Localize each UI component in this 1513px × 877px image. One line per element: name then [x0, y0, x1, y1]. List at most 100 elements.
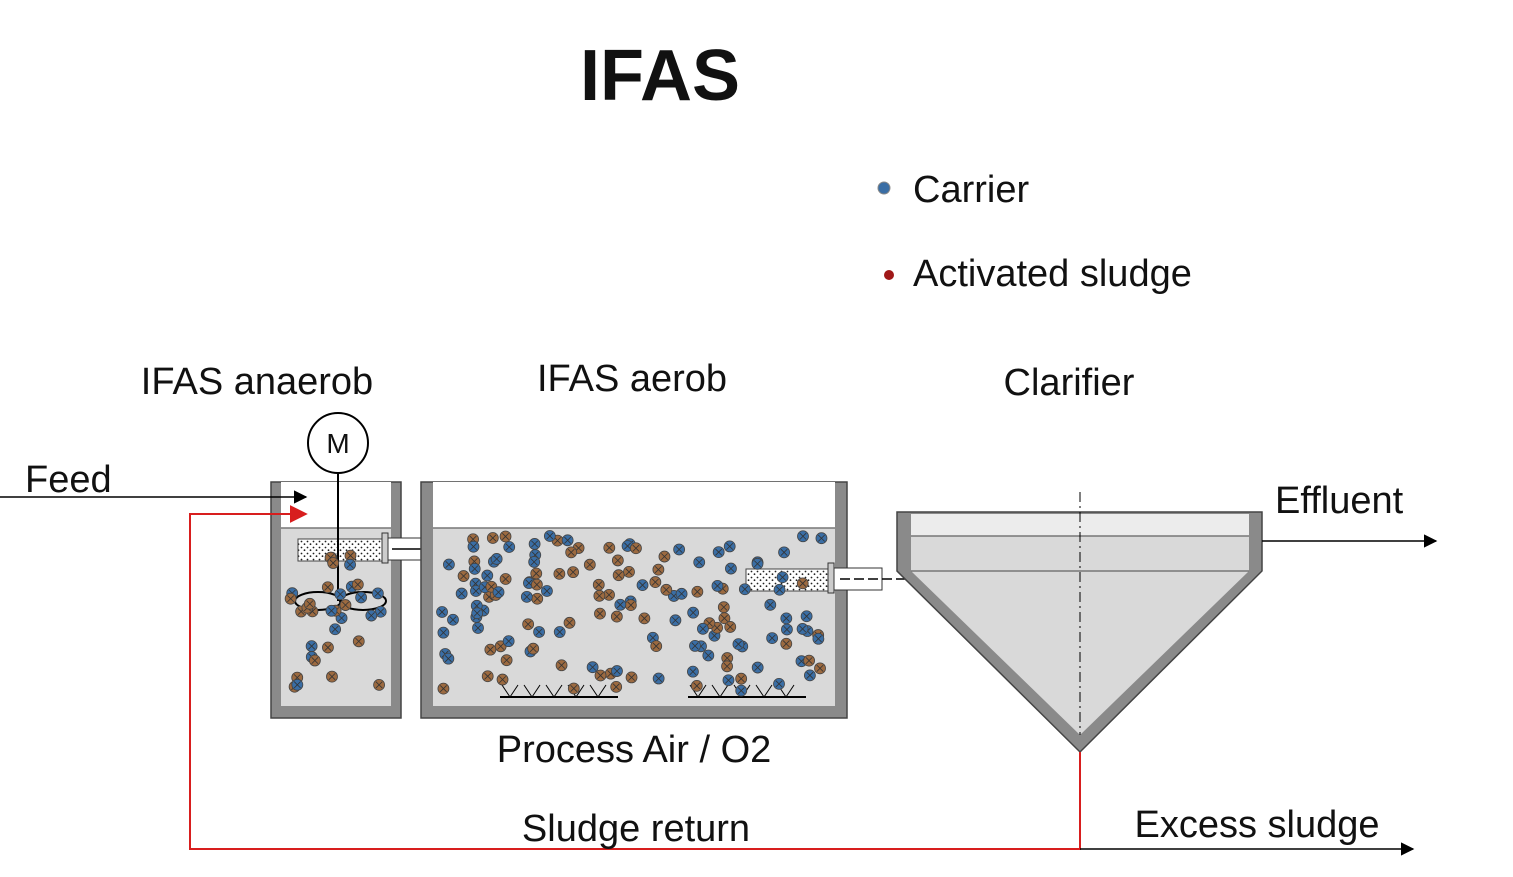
- carrier-particle: [764, 598, 777, 611]
- carrier-particle: [773, 583, 786, 596]
- carrier-particle: [365, 609, 378, 622]
- carrier-particle: [732, 638, 745, 651]
- sludge-particle: [437, 682, 450, 695]
- sludge-particle: [284, 592, 297, 605]
- sludge-particle: [303, 597, 316, 610]
- sludge-particle: [649, 576, 662, 588]
- sludge-particle: [352, 635, 365, 648]
- carrier-particle: [291, 678, 304, 691]
- carrier-particle: [687, 665, 699, 678]
- legend-carrier-swatch: [877, 181, 891, 195]
- carrier-particle: [437, 626, 450, 639]
- sludge-particle: [652, 563, 665, 576]
- sludge-particle: [339, 599, 352, 611]
- sludge-particle: [527, 642, 540, 655]
- sludge-particle: [593, 589, 606, 602]
- sludge-particle: [326, 670, 338, 683]
- sludge-particle: [610, 680, 623, 693]
- sludge-particle: [814, 662, 826, 675]
- media-particles: [284, 530, 828, 697]
- effluent-line: Effluent: [1262, 480, 1438, 548]
- mixer-symbol: M: [326, 428, 349, 459]
- carrier-particle: [436, 606, 448, 618]
- carrier-particle: [711, 580, 724, 592]
- aerobic-tank-label: IFAS aerob: [537, 358, 727, 400]
- sludge-particle: [322, 641, 334, 654]
- carrier-particle: [689, 640, 701, 652]
- sludge-return-line: Sludge return: [189, 505, 1081, 850]
- sludge-particle: [592, 578, 605, 591]
- clarifier-label: Clarifier: [1004, 362, 1135, 404]
- carrier-particle: [443, 558, 455, 571]
- feed-label: Feed: [25, 459, 112, 501]
- carrier-particle: [541, 585, 553, 597]
- carrier-particle: [781, 623, 793, 636]
- sludge-particle: [630, 542, 642, 555]
- carrier-particle: [528, 538, 541, 550]
- carrier-particle: [371, 587, 384, 600]
- effluent-label: Effluent: [1275, 480, 1404, 522]
- sludge-particle: [496, 673, 509, 686]
- carrier-particle: [467, 540, 480, 553]
- carrier-particle: [773, 677, 785, 690]
- carrier-particle: [722, 674, 735, 687]
- carrier-particle: [776, 571, 789, 584]
- sludge-particle: [718, 612, 731, 625]
- carrier-particle: [778, 546, 790, 559]
- carrier-particle: [652, 672, 665, 685]
- carrier-particle: [675, 587, 688, 600]
- sludge-particle: [594, 669, 607, 682]
- carrier-particle: [735, 684, 748, 697]
- carrier-particle: [687, 606, 700, 619]
- carrier-particle: [329, 623, 342, 636]
- sludge-particle: [481, 670, 494, 683]
- carrier-particle: [796, 623, 809, 635]
- carrier-particle: [751, 557, 764, 570]
- carrier-particle: [586, 661, 599, 674]
- carrier-particle: [723, 540, 736, 553]
- legend: Carrier Activated sludge: [877, 169, 1192, 295]
- sludge-particle: [522, 618, 535, 631]
- carrier-particle: [355, 591, 368, 604]
- carrier-particle: [490, 553, 503, 565]
- excess-sludge-line: Excess sludge: [1080, 804, 1415, 856]
- sludge-particle: [344, 549, 357, 562]
- carrier-particle: [780, 612, 793, 625]
- carrier-particle: [481, 569, 494, 582]
- carrier-particle: [636, 579, 649, 592]
- carrier-particle: [751, 661, 764, 674]
- sludge-particle: [624, 599, 637, 612]
- carrier-particle: [611, 665, 623, 677]
- sludge-particle: [610, 610, 623, 623]
- sludge-particle: [531, 592, 544, 605]
- carrier-particle: [520, 590, 533, 603]
- sludge-particle: [660, 583, 673, 596]
- sludge-particle: [321, 581, 334, 594]
- carrier-particle: [815, 532, 828, 545]
- sludge-particle: [625, 671, 638, 684]
- sludge-particle: [351, 578, 364, 591]
- carrier-particle: [325, 604, 338, 617]
- carrier-particle: [455, 587, 468, 600]
- sludge-particle: [555, 659, 568, 672]
- anaerobic-tank-air: [281, 482, 391, 528]
- sludge-particle: [735, 672, 748, 685]
- anaerobic-screen: [297, 538, 383, 562]
- sludge-particle: [796, 577, 809, 590]
- page-title: IFAS: [580, 36, 740, 116]
- carrier-particle: [543, 530, 556, 542]
- mixer: M: [307, 412, 369, 474]
- carrier-particle: [468, 562, 481, 575]
- sludge-particle: [499, 573, 512, 585]
- carrier-particle: [447, 613, 459, 626]
- sludge-particle: [780, 637, 793, 650]
- sludge-particle: [583, 558, 596, 571]
- feed-line: Feed: [0, 459, 308, 504]
- carrier-particle: [502, 635, 515, 648]
- carrier-particle: [305, 640, 318, 653]
- sludge-particle: [373, 678, 385, 691]
- carrier-particle: [702, 649, 715, 662]
- sludge-particle: [530, 578, 543, 591]
